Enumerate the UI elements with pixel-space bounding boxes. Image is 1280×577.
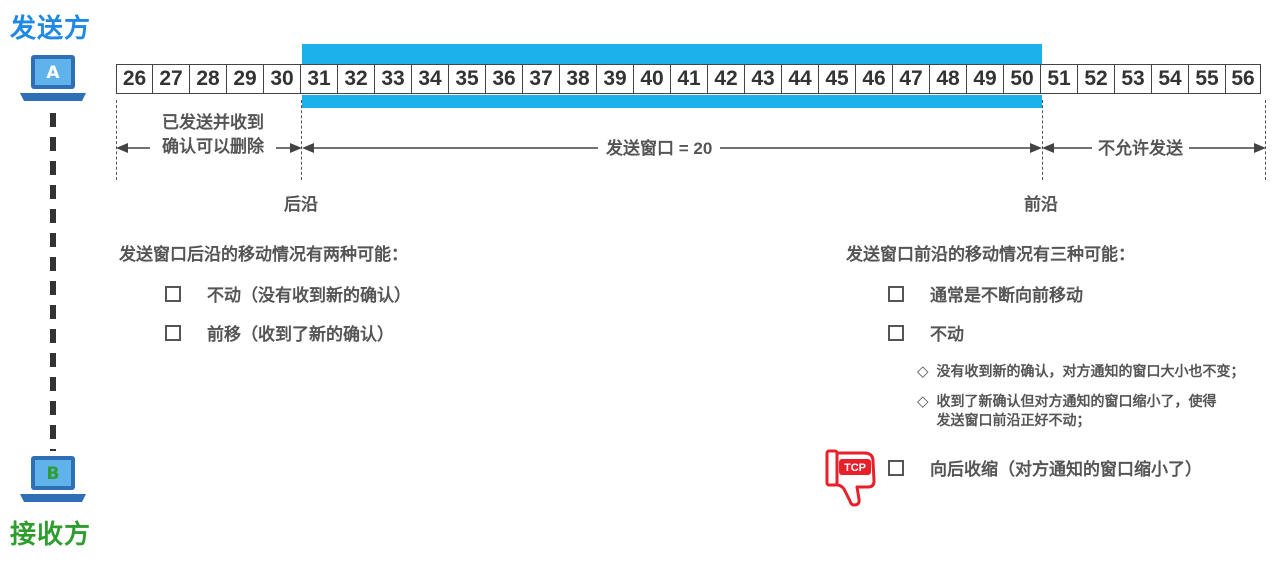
thumbs-down-icon: TCP bbox=[825, 449, 876, 507]
sequence-number-cell: 30 bbox=[264, 64, 301, 94]
sequence-number-cell: 31 bbox=[301, 64, 338, 94]
rear-option-1-text: 不动（没有收到新的确认） bbox=[207, 286, 411, 305]
front-option-3-text: 向后收缩（对方通知的窗口缩小了） bbox=[930, 460, 1202, 479]
sequence-number-cell: 42 bbox=[708, 64, 745, 94]
sent-confirmed-label: 已发送并收到确认可以删除 bbox=[150, 111, 276, 159]
sequence-number-cell: 32 bbox=[338, 64, 375, 94]
sequence-number-cell: 29 bbox=[227, 64, 264, 94]
sequence-number-cell: 55 bbox=[1189, 64, 1226, 94]
sequence-number-cell: 43 bbox=[745, 64, 782, 94]
front-sub-item-2-text: 收到了新确认但对方通知的窗口缩小了，使得发送窗口前沿正好不动； bbox=[936, 393, 1217, 428]
front-option-2-text: 不动 bbox=[930, 325, 964, 344]
thumb-badge-text: TCP bbox=[844, 462, 866, 474]
sequence-number-cell: 47 bbox=[893, 64, 930, 94]
connection-dashed-line bbox=[50, 113, 56, 451]
laptop-b-icon: B bbox=[20, 456, 86, 502]
boundary-tick-front bbox=[1042, 100, 1043, 180]
sequence-number-cell: 56 bbox=[1226, 64, 1261, 94]
laptop-a-icon: A bbox=[20, 55, 86, 101]
sequence-number-cell: 53 bbox=[1115, 64, 1152, 94]
host-b-letter: B bbox=[47, 464, 60, 484]
front-sub-item-1: ◇ 没有收到新的确认，对方通知的窗口大小也不变； bbox=[917, 362, 1272, 381]
sender-label: 发送方 bbox=[10, 13, 92, 43]
rear-edge-label: 后沿 bbox=[284, 195, 318, 214]
front-edge-label: 前沿 bbox=[1024, 195, 1058, 214]
sequence-number-cell: 35 bbox=[449, 64, 486, 94]
sequence-number-cell: 50 bbox=[1004, 64, 1041, 94]
front-movement-heading: 发送窗口前沿的移动情况有三种可能： bbox=[846, 245, 1135, 264]
checkbox-icon bbox=[165, 324, 181, 341]
front-option-1-text: 通常是不断向前移动 bbox=[930, 286, 1083, 305]
rear-movement-heading: 发送窗口后沿的移动情况有两种可能： bbox=[119, 245, 408, 264]
front-option-1: 通常是不断向前移动 bbox=[888, 281, 1083, 306]
front-option-3: 向后收缩（对方通知的窗口缩小了） bbox=[888, 455, 1202, 480]
receiver-label: 接收方 bbox=[10, 519, 92, 549]
sequence-number-cell: 40 bbox=[634, 64, 671, 94]
boundary-tick-right bbox=[1265, 100, 1266, 180]
sequence-number-cell: 52 bbox=[1078, 64, 1115, 94]
sequence-number-cell: 41 bbox=[671, 64, 708, 94]
sequence-number-cell: 46 bbox=[856, 64, 893, 94]
sequence-number-cell: 38 bbox=[560, 64, 597, 94]
checkbox-icon bbox=[888, 459, 904, 476]
front-sub-item-1-text: 没有收到新的确认，对方通知的窗口大小也不变； bbox=[936, 363, 1245, 379]
sequence-number-cell: 39 bbox=[597, 64, 634, 94]
rear-option-2: 前移（收到了新的确认） bbox=[165, 320, 394, 345]
diamond-icon: ◇ bbox=[917, 393, 929, 410]
sequence-number-cell: 34 bbox=[412, 64, 449, 94]
sequence-number-cell: 28 bbox=[190, 64, 227, 94]
checkbox-icon bbox=[888, 285, 904, 302]
diamond-icon: ◇ bbox=[917, 363, 929, 380]
sequence-number-cell: 27 bbox=[153, 64, 190, 94]
not-allowed-label: 不允许发送 bbox=[1092, 138, 1189, 160]
sequence-number-cell: 45 bbox=[819, 64, 856, 94]
sequence-number-cell: 26 bbox=[116, 64, 153, 94]
sequence-number-cell: 44 bbox=[782, 64, 819, 94]
boundary-tick-rear bbox=[301, 100, 302, 180]
sequence-number-cell: 49 bbox=[967, 64, 1004, 94]
checkbox-icon bbox=[888, 324, 904, 341]
checkbox-icon bbox=[165, 285, 181, 302]
sequence-number-cell: 51 bbox=[1041, 64, 1078, 94]
host-a-letter: A bbox=[46, 63, 60, 83]
sequence-number-cell: 33 bbox=[375, 64, 412, 94]
rear-option-1: 不动（没有收到新的确认） bbox=[165, 281, 411, 306]
sequence-number-cell: 54 bbox=[1152, 64, 1189, 94]
sequence-number-cell: 48 bbox=[930, 64, 967, 94]
sequence-number-cell: 37 bbox=[523, 64, 560, 94]
front-option-2: 不动 bbox=[888, 320, 964, 345]
rear-option-2-text: 前移（收到了新的确认） bbox=[207, 325, 394, 344]
send-window-bar-bottom bbox=[302, 95, 1042, 108]
front-sub-item-2: ◇ 收到了新确认但对方通知的窗口缩小了，使得发送窗口前沿正好不动； bbox=[917, 392, 1217, 430]
boundary-tick-left bbox=[116, 100, 117, 180]
sequence-number-cell: 36 bbox=[486, 64, 523, 94]
send-window-bar-top bbox=[302, 44, 1042, 64]
send-window-size-label: 发送窗口 = 20 bbox=[598, 138, 721, 160]
